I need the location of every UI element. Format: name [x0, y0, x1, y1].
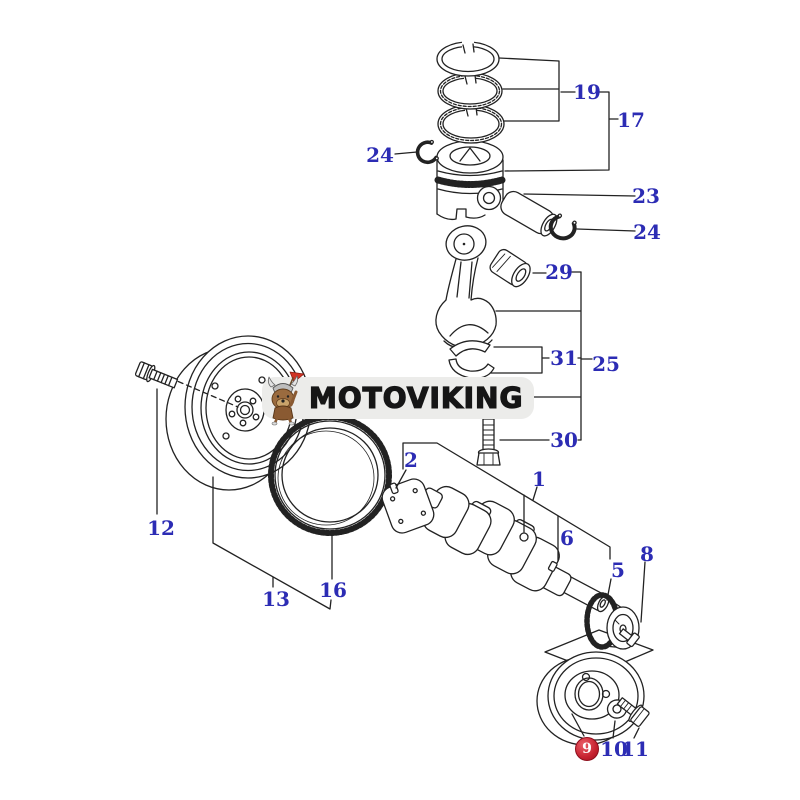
leader-24-right [576, 228, 636, 232]
part-label-9-highlighted-badge: 9 [575, 737, 599, 761]
viking-mascot-icon [267, 371, 305, 426]
snap-ring-left [415, 139, 439, 165]
gear-bolt [618, 628, 640, 648]
ring-gear [268, 414, 392, 536]
leader-17 [504, 91, 619, 172]
leader-23 [523, 193, 636, 197]
piston-rings [436, 41, 505, 144]
flywheel-bolt [134, 361, 179, 389]
part-label-16: 16 [319, 578, 347, 602]
leader-24-left [394, 151, 418, 155]
part-label-29: 29 [545, 260, 573, 284]
part-label-10: 10 [600, 737, 628, 761]
part-label-13: 13 [262, 587, 290, 611]
part-label-24-right: 24 [633, 220, 661, 244]
snap-ring-right [548, 213, 577, 241]
part-label-6: 6 [560, 526, 574, 550]
small-end-bushing [489, 248, 531, 288]
part-label-2: 2 [404, 448, 418, 472]
part-label-11: 11 [621, 737, 649, 761]
axis-centerline [169, 377, 239, 408]
part-label-1: 1 [532, 467, 546, 491]
part-label-24-left: 24 [366, 143, 394, 167]
logo-text: MOTOVIKING [308, 381, 524, 416]
leader-2 [395, 469, 407, 489]
part-label-23: 23 [632, 184, 660, 208]
connecting-rod [435, 225, 497, 349]
piston [434, 140, 506, 221]
part-label-25: 25 [592, 352, 620, 376]
leader-8 [640, 561, 646, 623]
bracket-25 [495, 271, 593, 441]
piston-crown-arrow [459, 147, 481, 162]
pulley-washer [606, 699, 628, 719]
leader-1 [523, 486, 538, 533]
callout-lines [156, 57, 646, 739]
leader-13-16 [212, 476, 333, 610]
leader-31 [490, 346, 582, 374]
part-label-17: 17 [617, 108, 645, 132]
woodruff-key [547, 560, 558, 572]
leader-19 [498, 57, 576, 122]
part-label-8: 8 [640, 542, 654, 566]
bracket-crankshaft [402, 442, 612, 601]
part-label-31: 31 [550, 346, 578, 370]
part-label-30: 30 [550, 428, 578, 452]
pulley-bolt [616, 697, 650, 727]
part-label-19: 19 [573, 80, 601, 104]
crankshaft [381, 478, 610, 613]
leader-9-10-11 [571, 713, 640, 739]
leader-29 [532, 271, 582, 274]
part-label-5: 5 [611, 558, 625, 582]
crank-pulley [536, 651, 645, 746]
bearing-shells [448, 340, 495, 379]
watermark-logo: MOTOVIKING [262, 377, 534, 419]
part-label-12: 12 [147, 516, 175, 540]
rod-bolt [476, 418, 501, 466]
leader-1-terminal-circle [519, 532, 529, 542]
